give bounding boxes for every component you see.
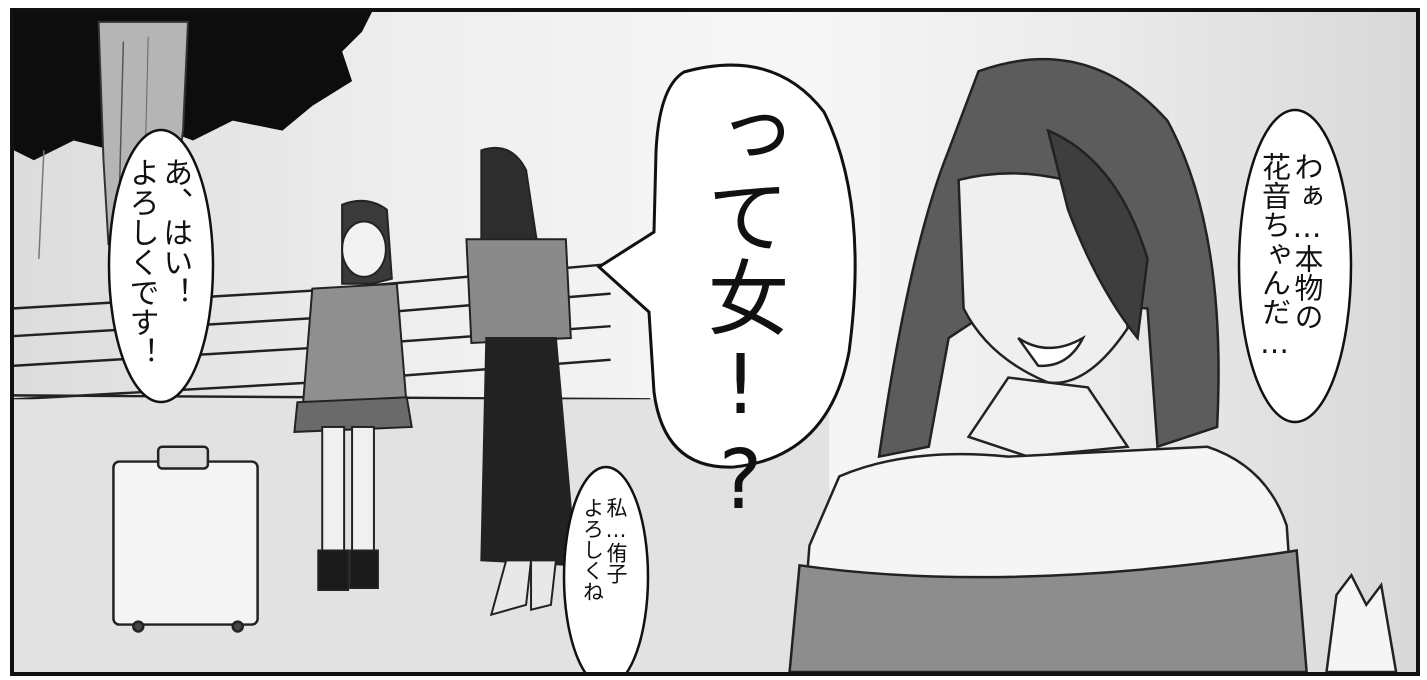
bubble-outline-awe <box>1237 108 1353 424</box>
bubble-text-greeting-reply: あ、はい！ よろしくです！ <box>123 157 193 367</box>
bubble-text-self-intro: 私…侑子 よろしくね <box>580 497 629 602</box>
panel-artwork <box>14 12 1398 672</box>
speech-bubble-shout: って女!? <box>594 52 864 528</box>
greeting-reply-line-1: あ、はい！ <box>157 157 193 307</box>
woman-back-figure <box>465 146 577 617</box>
bubble-outline-shout <box>596 63 857 469</box>
self-intro-line-1: 私…侑子 <box>604 497 629 584</box>
bubble-outline-self-intro <box>562 465 650 672</box>
bubble-text-shout: って女!? <box>693 92 788 528</box>
awe-line-2: 花音ちゃんだ… <box>1257 152 1292 360</box>
suitcase <box>112 445 259 633</box>
awe-line-1: わぁ…本物の <box>1289 152 1324 331</box>
woman-closeup-figure <box>788 57 1398 672</box>
speech-bubble-self-intro: 私…侑子 よろしくね <box>562 457 650 672</box>
bubble-outline <box>107 128 215 404</box>
bubble-text-awe: わぁ…本物の 花音ちゃんだ… <box>1257 152 1324 360</box>
speech-bubble-greeting-reply: あ、はい！ よろしくです！ <box>106 127 216 405</box>
greeting-reply-line-2: よろしくです！ <box>123 157 159 367</box>
speech-bubble-awe: わぁ…本物の 花音ちゃんだ… <box>1236 107 1354 425</box>
self-intro-line-2: よろしくね <box>580 497 605 602</box>
schoolgirl-figure <box>293 199 413 591</box>
comic-panel: あ、はい！ よろしくです！ って女!? 私…侑子 よろしくね わぁ…本物の 花音… <box>10 8 1420 676</box>
